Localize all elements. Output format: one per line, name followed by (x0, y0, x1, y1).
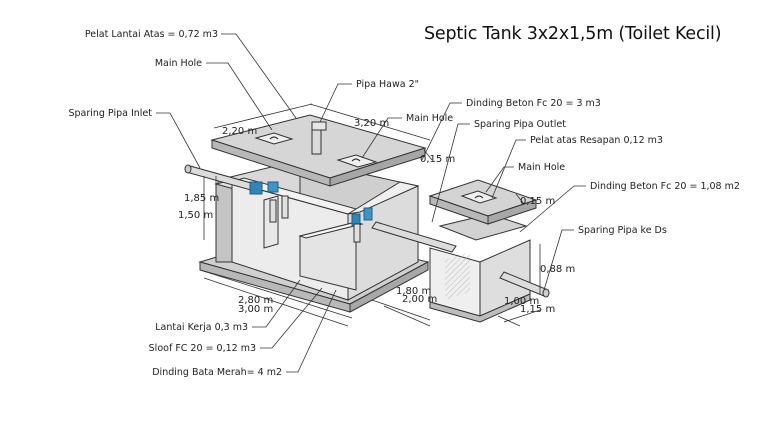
label-sparing-pipa-inlet: Sparing Pipa Inlet (68, 108, 152, 119)
dim-0-88: 0,88 m (540, 264, 575, 275)
dim-3-20: 3,20 m (354, 118, 389, 129)
top-slab-edge-side (329, 147, 426, 187)
dim-2-20: 2,20 m (222, 126, 257, 137)
baffle-wall-2-top (298, 221, 364, 239)
label-dinding-bata: Dinding Bata Merah= 4 m2 (152, 367, 282, 378)
manhole-1 (254, 132, 294, 145)
main-top-slab (210, 114, 427, 187)
outlet-pipe (371, 221, 457, 253)
page-title: Septic Tank 3x2x1,5m (Toilet Kecil) (424, 24, 722, 44)
resapan-box (428, 179, 538, 323)
pipe-to-ds (499, 271, 550, 298)
dim-3-00: 3,00 m (238, 304, 273, 315)
label-dinding-beton-2: Dinding Beton Fc 20 = 1,08 m2 (590, 181, 740, 192)
label-dinding-beton-1: Dinding Beton Fc 20 = 3 m3 (466, 98, 601, 109)
label-lantai-kerja: Lantai Kerja 0,3 m3 (155, 322, 248, 333)
manhole-2 (336, 154, 378, 168)
fitting-2-icon (267, 181, 279, 193)
dim-1-00: 1,00 m (504, 296, 539, 307)
label-main-hole-1: Main Hole (155, 58, 202, 69)
dim-0-15-a: 0,15 m (420, 154, 455, 165)
tank-base-side (349, 261, 429, 313)
tee-pipe-2 (281, 195, 289, 219)
label-sloof: Sloof FC 20 = 0,12 m3 (149, 343, 256, 354)
fitting-1-icon (249, 181, 263, 195)
manhole-2-handle-icon (351, 158, 361, 162)
label-pelat-atas-resapan: Pelat atas Resapan 0,12 m3 (530, 135, 663, 146)
manhole-3 (460, 190, 498, 204)
dim-2-00: 2,00 m (402, 294, 437, 305)
dim-1-85: 1,85 m (184, 193, 219, 204)
label-main-hole-3: Main Hole (518, 162, 565, 173)
dim-1-15: 1,15 m (520, 304, 555, 315)
label-pelat-lantai-atas: Pelat Lantai Atas = 0,72 m3 (85, 29, 218, 40)
label-main-hole-2: Main Hole (406, 113, 453, 124)
resapan-top-slab-side (487, 199, 537, 225)
dim-1-80: 1,80 m (396, 286, 431, 297)
dim-1-50: 1,50 m (178, 210, 213, 221)
leader-lines (156, 33, 586, 373)
label-pipa-hawa: Pipa Hawa 2" (356, 79, 419, 90)
manhole-3-handle-icon (474, 195, 484, 199)
fitting-4-icon (363, 207, 373, 221)
manhole-1-handle-icon (269, 136, 279, 140)
resapan-base (429, 293, 531, 323)
label-sparing-pipa-ke-ds: Sparing Pipa ke Ds (578, 225, 667, 236)
tee-pipe-1 (269, 199, 277, 223)
vent-pipe-elbow (311, 121, 327, 131)
label-sparing-pipa-outlet: Sparing Pipa Outlet (474, 119, 566, 130)
dim-2-80: 2,80 m (238, 295, 273, 306)
tee-pipe-3 (353, 223, 361, 243)
tank-right-wall-top (347, 181, 420, 215)
dim-0-15-b: 0,15 m (520, 196, 555, 207)
